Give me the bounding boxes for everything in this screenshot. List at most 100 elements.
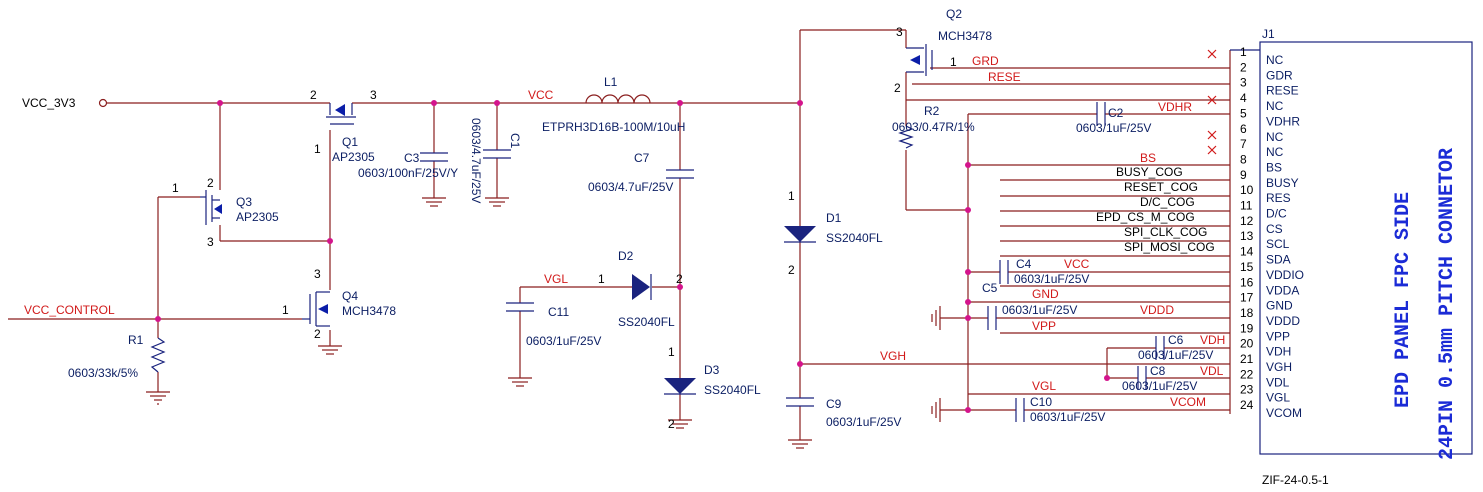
j1-pin-number: 13 [1240, 229, 1254, 243]
net-vgl-2: VGL [1032, 379, 1056, 393]
j1-pin-name: D/C [1266, 207, 1287, 221]
j1-pin-name: VGL [1266, 391, 1290, 405]
q4-value: MCH3478 [342, 304, 396, 318]
d1-ref: D1 [826, 211, 842, 225]
q1-pin-b: 3 [370, 88, 377, 102]
q2-pin-a: 3 [896, 25, 903, 39]
capacitor-plates [420, 102, 1165, 422]
d3-pin-b: 2 [668, 417, 675, 431]
j1-pin-name: GDR [1266, 68, 1293, 82]
j1-pin-name: VDDA [1266, 283, 1299, 297]
resistors [150, 125, 914, 373]
j1-pin-number: 7 [1240, 137, 1247, 151]
j1-pin-name: CS [1266, 222, 1283, 236]
net-vcc-control: VCC_CONTROL [24, 303, 115, 317]
c8-ref: C8 [1150, 364, 1166, 378]
c5-ref: C5 [982, 281, 998, 295]
net-bs: BS [1140, 151, 1156, 165]
j1-pin-number: 22 [1240, 367, 1254, 381]
j1-pin-number: 11 [1240, 199, 1253, 213]
j1-pin-number: 19 [1240, 321, 1254, 335]
c2-ref: C2 [1108, 106, 1124, 120]
j1-pin-name: RESE [1266, 84, 1299, 98]
j1-pin-name: NC [1266, 130, 1284, 144]
j1-pin-name: NC [1266, 99, 1284, 113]
j1-pin-number: 17 [1240, 291, 1254, 305]
d1-pin-a: 1 [788, 189, 795, 203]
nc-markers [1207, 49, 1217, 155]
c3-ref: C3 [404, 151, 420, 165]
c2-value: 0603/1uF/25V [1076, 121, 1151, 135]
c5-value: 0603/1uF/25V [1002, 303, 1077, 317]
c1-value: 0603/4.7uF/25V [469, 118, 483, 203]
r1-ref: R1 [128, 333, 144, 347]
l1-ref: L1 [604, 75, 618, 89]
net-vpp: VPP [1032, 319, 1056, 333]
wires-right [905, 30, 1231, 414]
j1-title-line1: EPD PANEL FPC SIDE [1392, 192, 1415, 408]
q4-symbol [302, 291, 330, 327]
q3-ref: Q3 [236, 195, 252, 209]
net-vcc-3v3: VCC_3V3 [22, 96, 76, 110]
j1-pin-name: SDA [1266, 253, 1291, 267]
c11-value: 0603/1uF/25V [526, 334, 601, 348]
signal-cs: EPD_CS_M_COG [1096, 210, 1195, 224]
j1-pin-name: NC [1266, 145, 1284, 159]
j1-pin-name: VDH [1266, 345, 1291, 359]
net-vdhr: VDHR [1158, 100, 1192, 114]
d1-pin-b: 2 [788, 263, 795, 277]
net-vcom: VCOM [1170, 395, 1206, 409]
q1-ref: Q1 [342, 135, 358, 149]
d2-ref: D2 [618, 249, 634, 263]
d1-value: SS2040FL [826, 231, 883, 245]
c9-ref: C9 [826, 397, 842, 411]
net-gnd: GND [1032, 287, 1059, 301]
r2-value: 0603/0.47R/1% [892, 120, 975, 134]
r1-value: 0603/33k/5% [68, 366, 138, 380]
net-vcc: VCC [528, 88, 554, 102]
net-vgh: VGH [880, 349, 906, 363]
net-grd: GRD [972, 54, 999, 68]
j1-pin-name: VPP [1266, 329, 1290, 343]
ground-symbols [146, 197, 941, 449]
net-vdh: VDH [1200, 333, 1225, 347]
signal-reset: RESET_COG [1124, 180, 1198, 194]
diodes [632, 226, 816, 395]
q2-pin-c: 2 [894, 81, 901, 95]
j1-pin-number: 5 [1240, 106, 1247, 120]
r2-ref: R2 [924, 104, 940, 118]
j1-pin-name: VDL [1266, 375, 1290, 389]
q4-pin-b: 1 [282, 303, 289, 317]
signal-labels: BUSY_COG RESET_COG D/C_COG EPD_CS_M_COG … [1096, 165, 1215, 254]
c6-value: 0603/1uF/25V [1138, 348, 1213, 362]
j1-pin-number: 15 [1240, 260, 1254, 274]
c9-value: 0603/1uF/25V [826, 415, 901, 429]
j1-pin-number: 2 [1240, 60, 1247, 74]
j1-part: ZIF-24-0.5-1 [1262, 473, 1329, 487]
j1-pin-number: 1 [1240, 45, 1247, 59]
j1-title-line2: 24PIN 0.5mm PITCH CONNETOR [1436, 148, 1459, 460]
j1-pin-name: BS [1266, 160, 1282, 174]
d2-value: SS2040FL [618, 315, 675, 329]
q1-symbol [326, 103, 356, 125]
wires-left [8, 29, 1107, 440]
j1-pin-number: 9 [1240, 168, 1247, 182]
j1-pin-name: RES [1266, 191, 1291, 205]
j1-pin-number: 12 [1240, 214, 1254, 228]
j1-pin-number: 6 [1240, 122, 1247, 136]
d2-pin-a: 1 [598, 272, 605, 286]
q2-value: MCH3478 [938, 29, 992, 43]
net-vcc-2: VCC [1064, 257, 1090, 271]
j1-pin-number: 4 [1240, 91, 1247, 105]
j1-pin-number: 23 [1240, 383, 1254, 397]
junction-dots [155, 100, 1110, 413]
j1-pin-number: 16 [1240, 275, 1254, 289]
j1-pin-number: 20 [1240, 337, 1254, 351]
j1-ref: J1 [1262, 27, 1275, 41]
c10-value: 0603/1uF/25V [1030, 410, 1105, 424]
j1-pin-name: VGH [1266, 360, 1292, 374]
net-vgl: VGL [544, 272, 568, 286]
j1-pin-name: VDDD [1266, 314, 1300, 328]
net-rese: RESE [988, 70, 1021, 84]
